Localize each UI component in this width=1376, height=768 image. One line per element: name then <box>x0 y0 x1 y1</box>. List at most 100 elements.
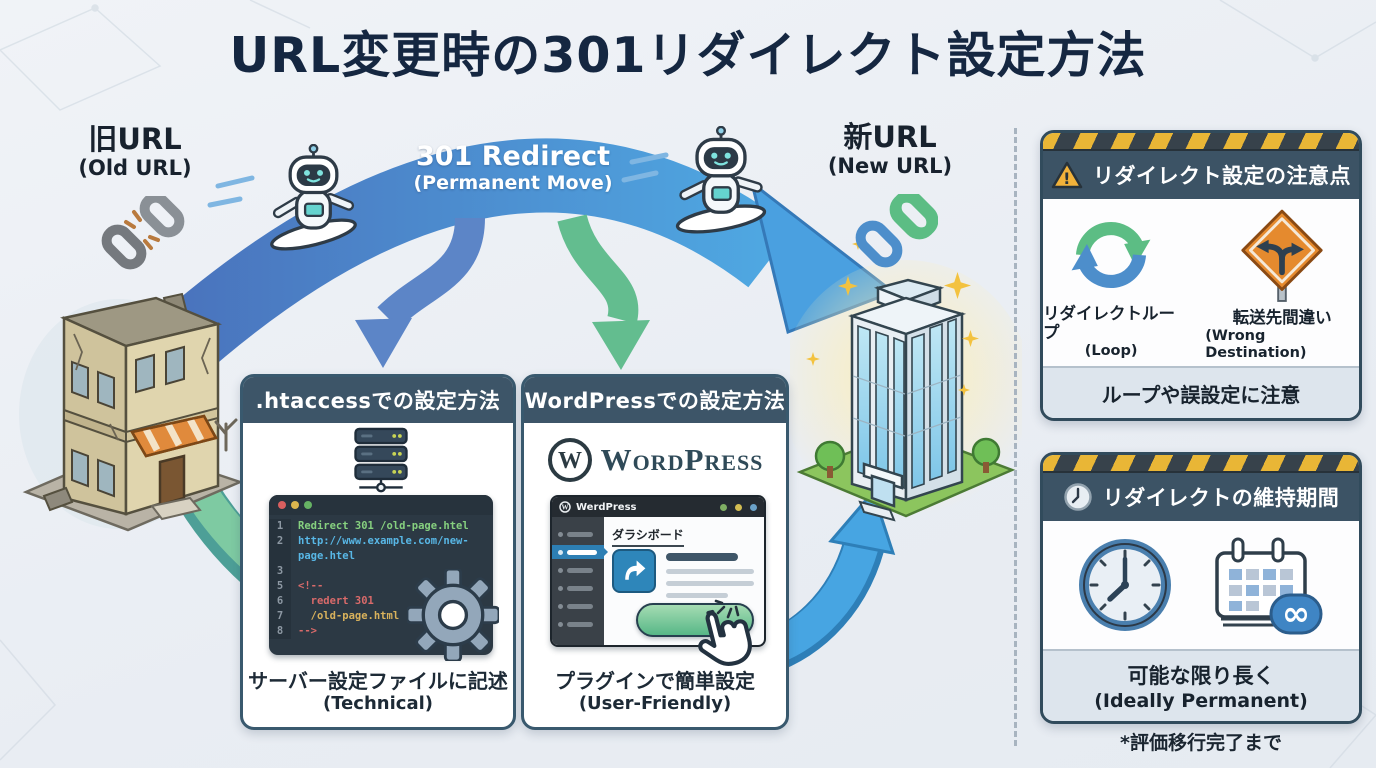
caution-item-loop: リダイレクトループ (Loop) <box>1043 199 1179 360</box>
caution-item-wrong-destination: 転送先間違い (Wrong Destination) <box>1205 199 1359 363</box>
redirect-arc-label: 301 Redirect (Permanent Move) <box>393 142 633 194</box>
hazard-stripe <box>1043 133 1359 151</box>
htaccess-caption-en: (Technical) <box>322 693 433 714</box>
caution-box-footer: ループや誤設定に注意 <box>1043 366 1359 418</box>
loop-sublabel: (Loop) <box>1084 342 1138 359</box>
code-window-titlebar <box>269 495 493 515</box>
redirect-arrow-icon <box>612 549 656 593</box>
caution-box: ! リダイレクト設定の注意点 リダイレクトループ (Loop) <box>1040 130 1362 421</box>
wrong-way-sign-icon <box>1241 209 1323 302</box>
calendar-icon: ∞ <box>1215 537 1323 635</box>
gear-icon <box>407 569 499 661</box>
htaccess-method-card: .htaccessでの設定方法 <box>240 374 516 730</box>
wp-content-line <box>666 581 754 586</box>
click-sparks-decoration <box>714 599 740 619</box>
wp-content-heading-bar <box>666 553 738 561</box>
window-dot <box>750 503 757 511</box>
wrong-destination-sublabel: (Wrong Destination) <box>1205 327 1307 362</box>
duration-box-header: リダイレクトの維持期間 <box>1043 473 1359 521</box>
old-building-illustration <box>19 292 244 532</box>
code-line: /old-page.html <box>298 610 400 622</box>
svg-text:W: W <box>558 448 582 474</box>
wordpress-method-card: WordPressでの設定方法 W WordPress W WerdPress <box>521 374 789 730</box>
section-divider <box>1014 128 1017 746</box>
wordpress-admin-screenshot: W WerdPress ダラシボ <box>550 495 766 647</box>
wp-menu-item <box>552 617 604 631</box>
wp-menu-item-active <box>552 545 608 559</box>
wordpress-logo-icon: W <box>547 438 592 482</box>
wp-dashboard-label: ダラシボード <box>612 526 684 547</box>
htaccess-card-header: .htaccessでの設定方法 <box>243 377 513 423</box>
wordpress-card-header: WordPressでの設定方法 <box>524 377 786 423</box>
old-url-text: 旧URL <box>88 122 182 156</box>
window-dot <box>720 503 727 511</box>
line-number: 8 <box>269 624 291 639</box>
wp-content-line <box>666 569 754 574</box>
line-number <box>269 549 291 564</box>
wordpress-mini-logo-icon: W <box>559 501 571 513</box>
code-line: --> <box>298 625 317 637</box>
window-close-dot <box>278 501 286 509</box>
line-number: 6 <box>269 594 291 609</box>
old-url-subtext: (Old URL) <box>78 155 192 180</box>
redirect-subtitle: (Permanent Move) <box>413 171 613 194</box>
robot-surfer-icon <box>675 126 767 234</box>
line-number: 2 <box>269 534 291 549</box>
infinity-icon: ∞ <box>1282 594 1310 634</box>
wp-window-titlebar: W WerdPress <box>552 497 764 517</box>
cursor-hand-icon <box>698 609 752 667</box>
caution-header-text: リダイレクト設定の注意点 <box>1093 164 1351 188</box>
code-line: http://www.example.com/new- <box>298 535 469 547</box>
link-icon <box>855 194 938 268</box>
duration-footer-jp: 可能な限り長く <box>1127 664 1275 688</box>
new-url-subtext: (New URL) <box>827 153 953 178</box>
htaccess-caption: サーバー設定ファイルに記述 <box>248 669 508 693</box>
code-lines: 1 Redirect 301 /old-page.htel 2 http://www… <box>269 515 493 639</box>
redirect-title: 301 Redirect <box>416 141 610 172</box>
wordpress-logo: W WordPress <box>524 437 786 483</box>
warning-triangle-icon: ! <box>1051 161 1083 188</box>
wp-menu-item <box>552 527 604 541</box>
duration-footer-en: (Ideally Permanent) <box>1094 690 1308 712</box>
caution-box-header: ! リダイレクト設定の注意点 <box>1043 151 1359 199</box>
footnote: *評価移行完了まで <box>1120 732 1282 754</box>
svg-text:W: W <box>562 504 569 512</box>
wordpress-logo-text: WordPress <box>600 442 764 477</box>
wrong-destination-label: 転送先間違い <box>1232 308 1332 327</box>
wp-window-title: WerdPress <box>576 501 637 513</box>
code-line: page.htel <box>298 550 355 562</box>
wp-content-line <box>666 593 728 598</box>
line-number: 7 <box>269 609 291 624</box>
duration-box-body: ∞ <box>1043 521 1359 649</box>
wp-main-panel: ダラシボード <box>604 517 764 645</box>
line-number: 3 <box>269 564 291 579</box>
loop-label: リダイレクトループ <box>1043 304 1175 342</box>
wp-menu-item <box>552 563 604 577</box>
code-line: redert 301 <box>298 595 374 607</box>
wp-menu-item <box>552 599 604 613</box>
duration-box: リダイレクトの維持期間 <box>1040 452 1362 724</box>
server-icon <box>354 427 408 493</box>
clock-small-icon <box>1064 483 1092 511</box>
svg-text:!: ! <box>1063 169 1071 188</box>
wordpress-caption-en: (User-Friendly) <box>578 693 732 714</box>
old-url-label: 旧URL (Old URL) <box>55 122 215 181</box>
hazard-stripe <box>1043 455 1359 473</box>
loop-arrows-icon <box>1071 221 1151 289</box>
line-number: 1 <box>269 519 291 534</box>
wp-menu-item <box>552 581 604 595</box>
window-dot <box>735 503 742 511</box>
wordpress-caption: プラグインで簡単設定 <box>555 669 755 693</box>
code-line <box>291 564 298 579</box>
page-title: URL変更時の301リダイレクト設定方法 <box>229 27 1147 84</box>
new-url-text: 新URL <box>843 120 937 154</box>
robot-surfer-icon <box>270 144 357 251</box>
window-minimize-dot <box>291 501 299 509</box>
new-building-illustration <box>790 260 1022 522</box>
clock-icon <box>1079 539 1171 631</box>
line-number: 5 <box>269 579 291 594</box>
code-line: Redirect 301 /old-page.htel <box>298 520 469 532</box>
duration-box-footer: 可能な限り長く (Ideally Permanent) <box>1043 649 1359 721</box>
new-url-label: 新URL (New URL) <box>805 120 975 179</box>
